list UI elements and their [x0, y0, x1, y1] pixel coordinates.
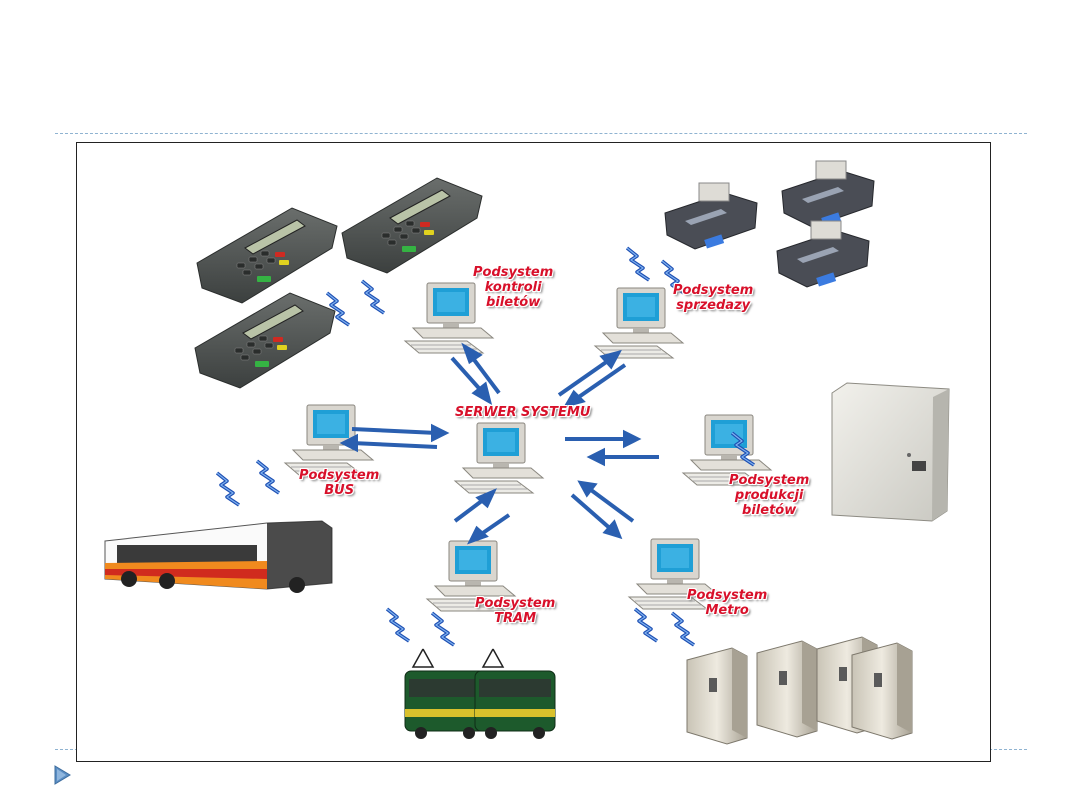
wireless-link-icon	[430, 611, 456, 647]
sales-printer-3	[776, 220, 870, 288]
ticket-production-cabinet	[831, 382, 950, 522]
metro-gate-4	[851, 642, 913, 740]
label-ticket-control-subsystem: Podsystem kontroli biletów	[473, 265, 554, 310]
pc-sales	[594, 287, 684, 359]
handheld-terminal-2	[341, 177, 483, 274]
metro-gate-2	[756, 640, 818, 738]
wireless-link-icon	[215, 471, 241, 507]
pc-server	[454, 422, 544, 494]
label-bus-subsystem: Podsystem BUS	[299, 468, 380, 498]
tram-image-1	[404, 648, 486, 740]
label-server: SERWER SYSTEMU	[455, 405, 591, 420]
wireless-link-icon	[625, 246, 651, 282]
handheld-terminal-1	[196, 207, 338, 304]
system-diagram: SERWER SYSTEMU Podsystem kontroli biletó…	[76, 142, 991, 762]
sales-printer-2	[781, 160, 875, 228]
wireless-link-icon	[255, 459, 281, 495]
tram-image-2	[474, 648, 556, 740]
diagram-graphics	[104, 160, 950, 745]
wireless-link-icon	[360, 279, 386, 315]
bus-image	[104, 520, 333, 593]
label-ticket-production-subsystem: Podsystem produkcji biletów	[729, 473, 810, 518]
wireless-link-icon	[385, 607, 411, 643]
handheld-terminal-3	[194, 292, 336, 389]
sales-printer-1	[664, 182, 758, 250]
data-flow-arrows	[339, 342, 659, 545]
slide-bullet-triangle-icon	[54, 765, 71, 785]
label-tram-subsystem: Podsystem TRAM	[475, 596, 556, 626]
wireless-link-icon	[633, 607, 659, 643]
label-sales-subsystem: Podsystem sprzedazy	[673, 283, 754, 313]
metro-gate-1	[686, 647, 748, 745]
top-dashed-rule	[55, 133, 1027, 134]
pc-bus	[284, 404, 374, 476]
label-metro-subsystem: Podsystem Metro	[687, 588, 768, 618]
